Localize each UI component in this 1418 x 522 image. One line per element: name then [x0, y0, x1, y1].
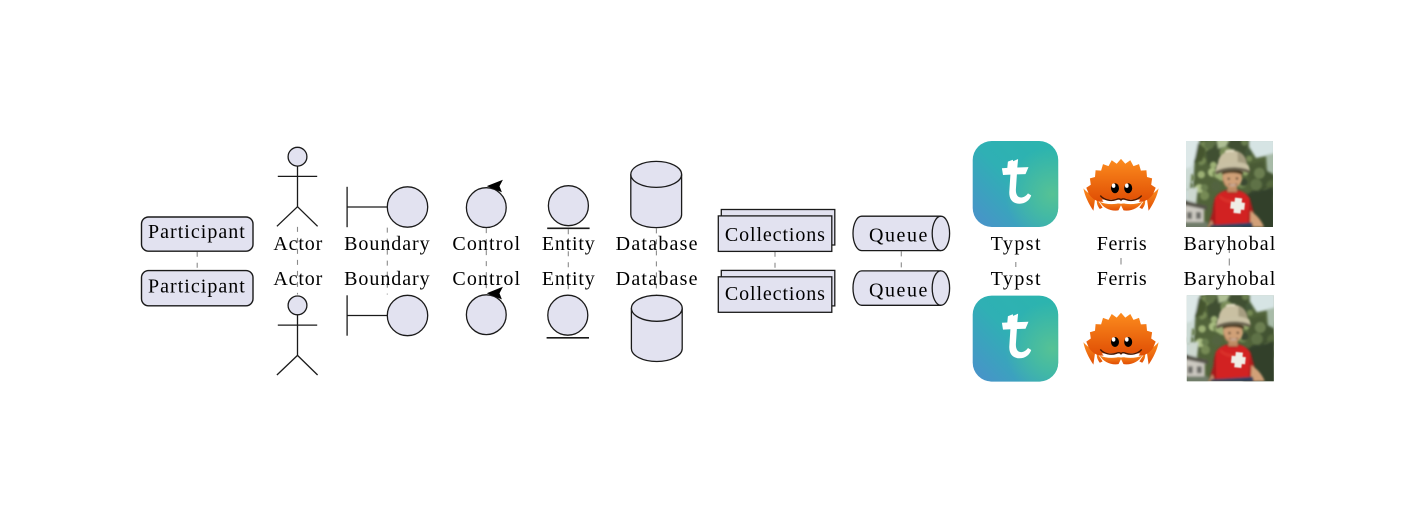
svg-text:Typst: Typst: [991, 233, 1041, 255]
svg-text:Collections: Collections: [725, 283, 825, 305]
svg-text:Typst: Typst: [991, 268, 1041, 290]
svg-text:Queue: Queue: [869, 279, 928, 301]
svg-text:Control: Control: [452, 268, 520, 290]
svg-text:Database: Database: [616, 268, 698, 290]
svg-text:Ferris: Ferris: [1097, 233, 1147, 255]
svg-text:Ferris: Ferris: [1097, 268, 1147, 290]
svg-text:Baryhobal: Baryhobal: [1184, 268, 1276, 290]
svg-text:Participant: Participant: [148, 275, 245, 297]
svg-text:Control: Control: [452, 233, 520, 255]
svg-text:Boundary: Boundary: [344, 268, 430, 290]
svg-text:Queue: Queue: [869, 225, 928, 247]
svg-text:Entity: Entity: [542, 233, 595, 255]
svg-text:Actor: Actor: [273, 268, 322, 290]
svg-text:Participant: Participant: [148, 221, 245, 243]
svg-text:Baryhobal: Baryhobal: [1184, 233, 1276, 255]
svg-text:Boundary: Boundary: [344, 233, 430, 255]
svg-text:Actor: Actor: [273, 233, 322, 255]
svg-text:Database: Database: [616, 233, 698, 255]
svg-text:Collections: Collections: [725, 224, 825, 246]
svg-text:Entity: Entity: [542, 268, 595, 290]
